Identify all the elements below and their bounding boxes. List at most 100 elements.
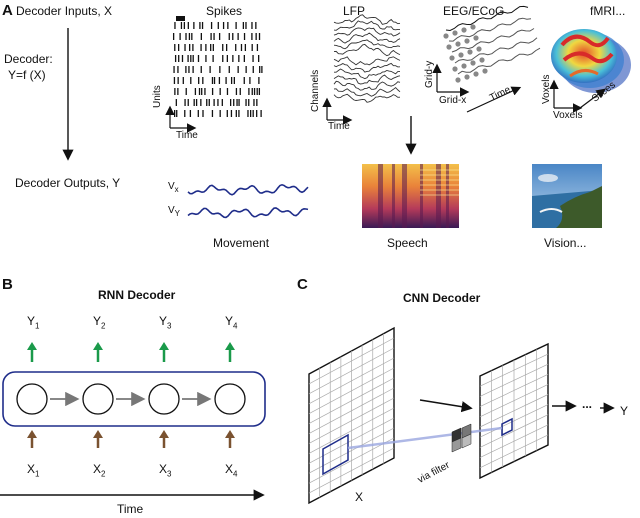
vy-subscript: Y xyxy=(174,209,181,218)
lfp-time-axis-label: Time xyxy=(328,121,350,132)
rnn-output-subscript: 4 xyxy=(233,321,238,331)
lfp-trace xyxy=(333,62,401,73)
cnn-feature-sheet-grid-row xyxy=(479,363,549,397)
spike-raster xyxy=(172,16,263,117)
cnn-input-sheet-grid-row xyxy=(308,367,395,415)
lfp-trace xyxy=(333,14,401,25)
spike-marker xyxy=(176,16,185,21)
rnn-output-letter: Y xyxy=(159,314,168,328)
vision-image xyxy=(532,164,602,228)
cnn-feature-sheet-grid-row xyxy=(479,404,549,438)
decoder-inputs-label: Decoder Inputs, X xyxy=(16,4,112,18)
spectrogram-band xyxy=(420,164,423,228)
rnn-output-label: Y3 xyxy=(159,314,171,330)
eeg-electrode xyxy=(455,41,461,47)
vx-label: Vx xyxy=(168,181,179,194)
cnn-feature-sheet-grid-row xyxy=(479,373,549,407)
lfp-trace xyxy=(333,27,401,37)
lfp-trace xyxy=(333,56,401,66)
spike-axes xyxy=(165,105,197,133)
eeg-electrode xyxy=(467,49,473,55)
rnn-output-letter: Y xyxy=(27,314,36,328)
eeg-electrode xyxy=(476,46,482,52)
lfp-title: LFP xyxy=(343,4,366,18)
eeg-electrode xyxy=(473,71,479,77)
movement-traces xyxy=(187,183,309,219)
rnn-output-letter: Y xyxy=(93,314,102,328)
grid-y-axis-label: Grid-y xyxy=(424,60,435,88)
spikes-title: Spikes xyxy=(206,4,243,18)
rnn-output-arrow-head xyxy=(27,342,37,350)
spectrogram-band xyxy=(446,164,449,228)
spectrogram-band xyxy=(378,164,383,228)
rnn-input-letter: X xyxy=(93,462,102,476)
rnn-cell xyxy=(82,383,114,415)
spectrogram-band xyxy=(436,164,441,228)
lfp-trace xyxy=(334,68,400,80)
spectrogram-band xyxy=(402,164,407,228)
voxels-vertical-axis-label: Voxels xyxy=(541,74,552,104)
eeg-electrode xyxy=(455,77,461,83)
panel-c-letter: C xyxy=(297,276,308,293)
rnn-output-arrow-head xyxy=(93,342,103,350)
rnn-input-label: X2 xyxy=(93,462,105,478)
lfp-trace xyxy=(333,80,401,91)
movement-label: Movement xyxy=(213,236,270,250)
eeg-trace xyxy=(445,5,529,32)
cnn-feature-sheet-grid-row xyxy=(479,384,549,418)
speech-label: Speech xyxy=(387,236,428,250)
cnn-feature-sheet-grid-row xyxy=(479,394,549,428)
rnn-cell xyxy=(16,383,48,415)
decoder-outputs-label: Decoder Outputs, Y xyxy=(15,176,121,190)
projection-line xyxy=(347,426,503,450)
cnn-input-sheet-grid-row xyxy=(308,447,395,494)
rnn-output-letter: Y xyxy=(225,314,234,328)
rnn-input-letter: X xyxy=(27,462,36,476)
decoder-inputs-text: Decoder Inputs, X xyxy=(16,4,113,18)
rnn-input-label: X1 xyxy=(27,462,39,478)
channels-axis-label: Channels xyxy=(310,69,321,112)
eeg-trace xyxy=(457,47,541,75)
eeg-trace xyxy=(451,28,535,53)
filter-cell xyxy=(461,433,472,449)
rnn-input-subscript: 1 xyxy=(35,469,40,479)
eeg-electrode xyxy=(449,55,455,61)
rnn-output-subscript: 3 xyxy=(167,321,172,331)
cnn-input-sheet-grid-row xyxy=(308,407,395,454)
cnn-input-sheet-grid-row xyxy=(308,377,395,424)
eeg-axes xyxy=(432,63,522,113)
cnn-input-sheet-grid-row xyxy=(308,347,395,395)
units-axis-label: Units xyxy=(152,85,163,108)
cnn-input-label: X xyxy=(355,490,364,504)
fmri-title: fMRI... xyxy=(590,4,626,18)
voxels-horizontal-axis-label: Voxels xyxy=(553,110,583,121)
eeg-electrode xyxy=(452,30,458,36)
eeg-electrode xyxy=(443,33,449,39)
receptive-field xyxy=(322,433,349,476)
rnn-input-arrow-head xyxy=(27,430,37,438)
eeg-trace xyxy=(454,37,538,64)
spectrogram-band xyxy=(392,164,395,228)
lfp-trace xyxy=(333,93,401,103)
spikes-time-axis-label: Time xyxy=(176,130,198,141)
rnn-output-label: Y1 xyxy=(27,314,39,330)
eeg-electrode xyxy=(446,44,452,50)
rnn-output-label: Y2 xyxy=(93,314,105,330)
vy-text: V xyxy=(168,205,175,216)
cnn-feature-sheet-grid-row xyxy=(479,434,549,469)
eeg-electrode xyxy=(482,68,488,74)
eeg-electrode xyxy=(470,60,476,66)
lfp-trace xyxy=(333,74,401,85)
decoder-label-2: Y=f (X) xyxy=(8,68,46,82)
rnn-time-label: Time xyxy=(117,502,144,516)
rnn-input-letter: X xyxy=(159,462,168,476)
rnn-output-subscript: 2 xyxy=(101,321,106,331)
rnn-title: RNN Decoder xyxy=(98,288,176,302)
eeg-electrode xyxy=(461,63,467,69)
eeg-electrode xyxy=(479,57,485,63)
cnn-input-sheet-grid-row xyxy=(308,357,395,405)
rnn-cell xyxy=(214,383,246,415)
vy-label: VY xyxy=(168,205,180,218)
vx-subscript: x xyxy=(174,185,179,194)
